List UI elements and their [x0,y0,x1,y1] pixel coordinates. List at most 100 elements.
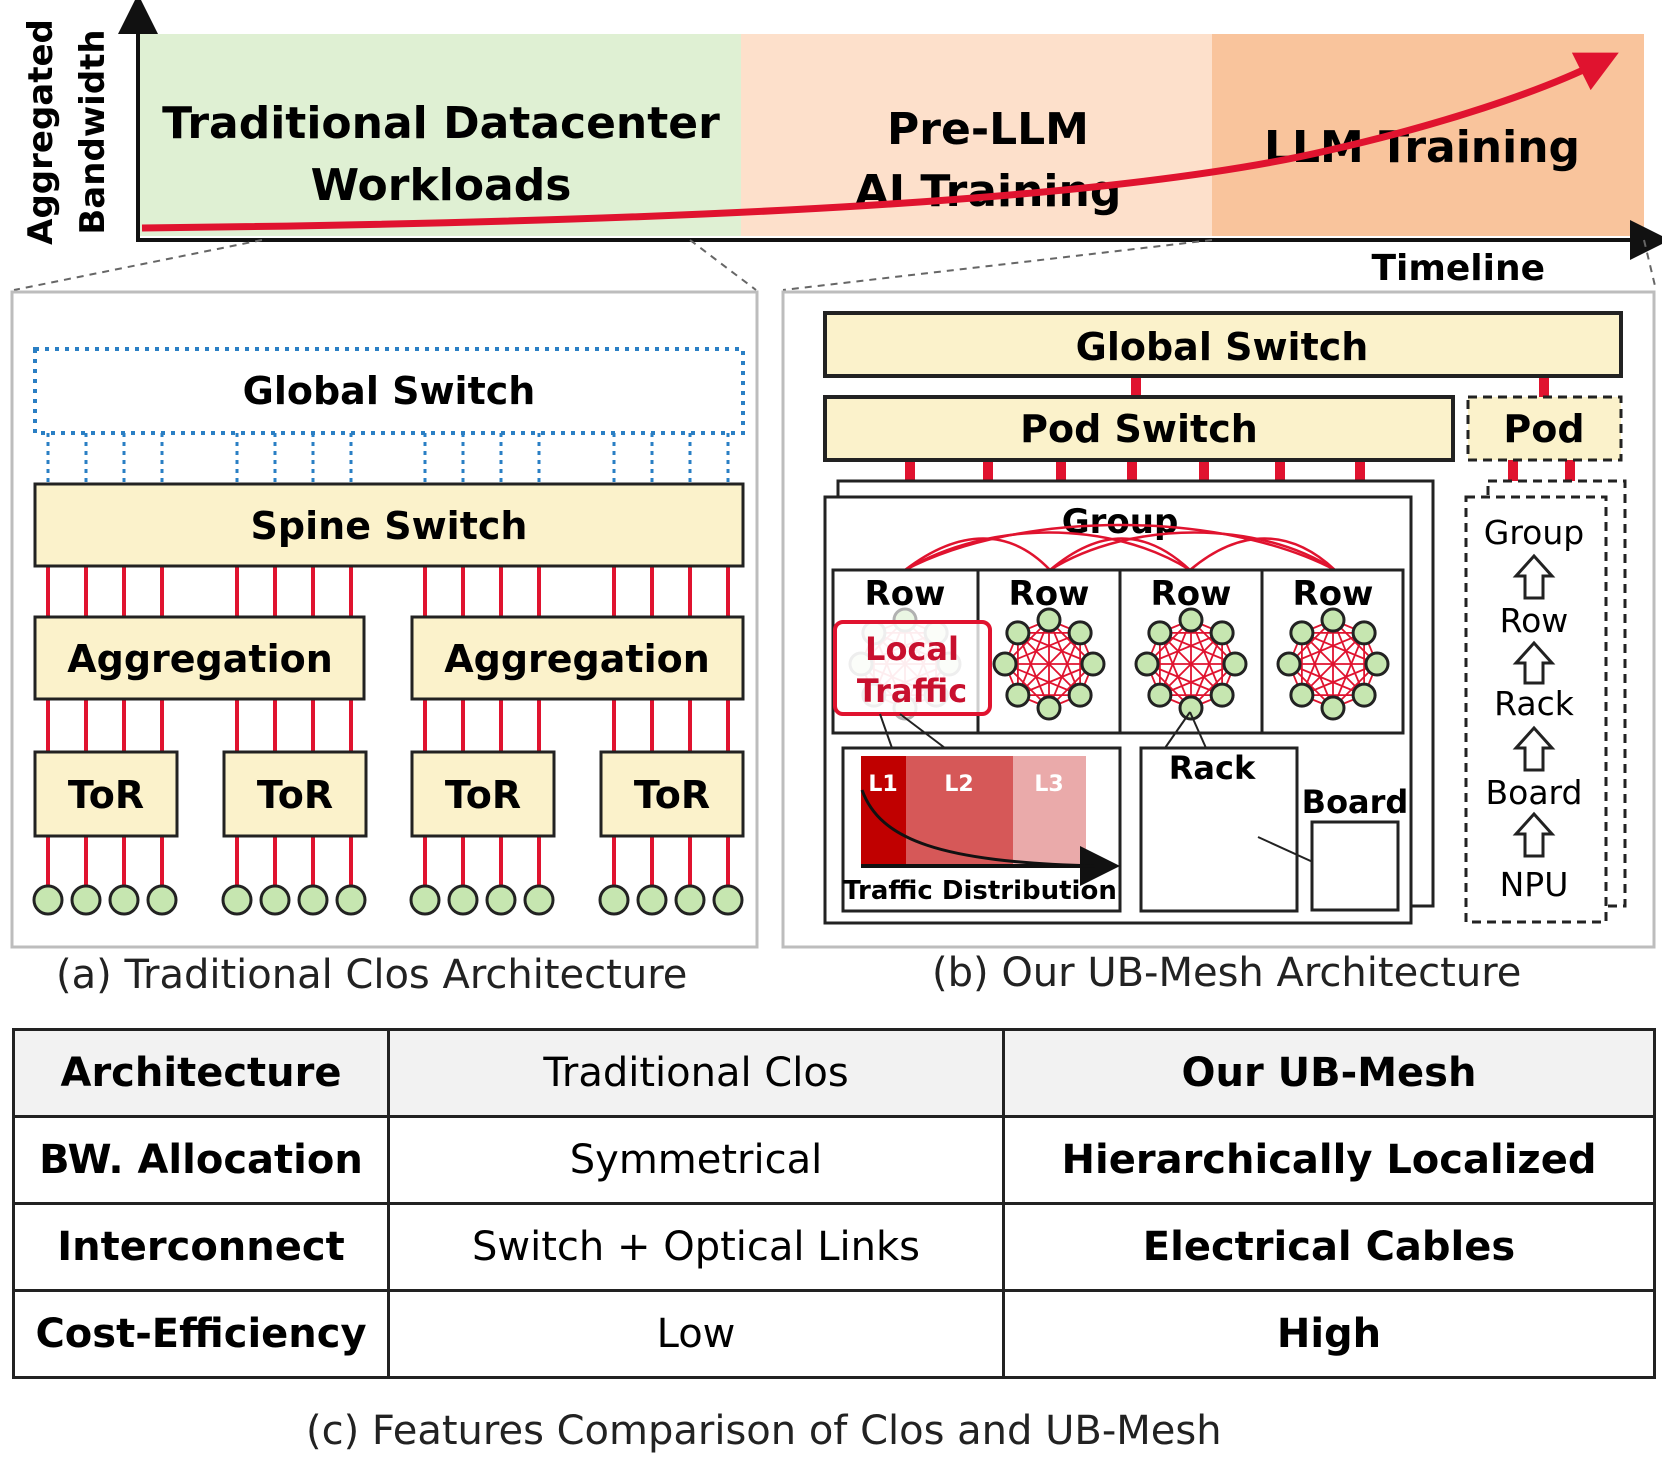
clos-links [46,433,730,890]
table-cell: High [1002,1289,1656,1379]
hierarchy-rack-label: Rack [1494,684,1575,723]
npu-node [221,884,253,916]
npu-node [523,884,555,916]
clos-tor-1-label: ToR [68,773,144,817]
npu-node [1067,682,1093,708]
table-cell: Hierarchically Localized [1002,1115,1656,1205]
ubmesh-group-label: Group [1062,502,1179,542]
zoom-line-a-right [689,239,757,291]
traffic-distribution-label: Traffic Distribution [843,876,1117,906]
traffic-level-l1-label: L1 [868,772,897,797]
npu-node [1351,620,1377,646]
y-axis-label-line1: Aggregated [21,19,61,245]
npu-node [447,884,479,916]
architecture-figure: Aggregated Bandwidth Traditional Datacen… [10,0,1662,949]
mesh-link [1301,632,1378,665]
y-axis-label-line2: Bandwidth [73,29,113,234]
mesh-link [1017,632,1050,709]
era-pre-llm-band [741,34,1212,236]
table-header-row: Architecture Traditional Clos Our UB-Mes… [12,1028,1656,1118]
timeline-panel: Aggregated Bandwidth Traditional Datacen… [13,0,1662,291]
up-arrow-icon [1512,640,1556,685]
mesh-link [1301,632,1334,709]
npu-node [1036,607,1062,633]
npu-node [636,884,668,916]
npu-node [1147,620,1173,646]
clos-aggregation-2 [410,615,745,701]
table-cell: Interconnect [12,1202,390,1292]
clos-tor-4-label: ToR [634,773,710,817]
table-cell: Switch + Optical Links [387,1202,1005,1292]
mesh-link [1301,632,1365,696]
table-cell: Our UB-Mesh [1002,1028,1656,1118]
npu-node [598,884,630,916]
ubmesh-row-2-label: Row [1009,574,1090,614]
ubmesh-pod [1466,395,1623,462]
npu-node [108,884,140,916]
npu-node [1320,695,1346,721]
mesh-link [1159,632,1223,696]
caption-clos: (a) Traditional Clos Architecture [56,952,688,998]
features-comparison-table: Architecture Traditional Clos Our UB-Mes… [12,1028,1656,1379]
traffic-level-l3-bar [1013,756,1086,866]
npu-node [259,884,291,916]
mesh-link [1159,632,1192,709]
npu-node [1178,607,1204,633]
clos-aggregation-1 [33,615,366,701]
npu-node [1036,695,1062,721]
ubmesh-row-3-label: Row [1151,574,1232,614]
npu-node [1178,695,1204,721]
row-interconnect-arcs [904,523,1336,572]
clos-tor-4 [599,750,745,838]
mesh-link [1017,632,1081,696]
npu-node [1005,682,1031,708]
npu-node [70,884,102,916]
hierarchy-npu-label: NPU [1500,865,1569,904]
traffic-level-l2-bar [906,756,1013,866]
npu-node [712,884,744,916]
npu-node [146,884,178,916]
npu-node [1005,620,1031,646]
up-arrow-icon [1512,811,1556,858]
npu-node [1364,651,1390,677]
ubmesh-board-box [1310,820,1400,912]
npu-node [1289,620,1315,646]
npu-node [32,884,64,916]
clos-spine-switch-label: Spine Switch [251,504,528,548]
table-cell: Traditional Clos [387,1028,1005,1118]
zoom-line-a-left [13,239,263,291]
mesh-link [1017,632,1094,665]
table-cell: Electrical Cables [1002,1202,1656,1292]
npu-node [674,884,706,916]
npu-node [485,884,517,916]
table-cell: Cost-Efficiency [12,1289,390,1379]
npu-node [1351,682,1377,708]
traffic-level-l1-bar [861,756,906,866]
up-arrow-icon [1512,553,1556,600]
npu-node [992,651,1018,677]
hierarchy-group-label: Group [1484,513,1584,552]
full-mesh-cluster [992,607,1106,721]
table-cell: Symmetrical [387,1115,1005,1205]
clos-tor-2 [222,750,368,838]
npu-node [1080,651,1106,677]
zoom-line-b-left [782,239,1213,291]
ubmesh-pod-label: Pod [1503,407,1584,451]
ubmesh-pod-switch-label: Pod Switch [1020,407,1258,451]
hierarchy-board-label: Board [1486,773,1583,812]
mesh-link [1159,632,1236,665]
clos-tor-3 [410,750,556,838]
x-axis-label: Timeline [1371,248,1545,289]
full-mesh-cluster [1134,607,1248,721]
ubmesh-global-switch-label: Global Switch [1076,325,1369,369]
ubmesh-row-4-label: Row [1293,574,1374,614]
caption-ubmesh: (b) Our UB-Mesh Architecture [932,950,1522,996]
ubmesh-panel: Global Switch Pod Switch Pod Group Row R… [781,290,1656,949]
table-cell: Low [387,1289,1005,1379]
npu-node [1147,682,1173,708]
up-arrow-icon [1512,725,1556,772]
npu-node [1209,682,1235,708]
ubmesh-row-1-label: Row [865,574,946,614]
bandwidth-growth-curve [141,52,1619,232]
era-pre-llm-label-line1: Pre-LLM [887,104,1089,155]
